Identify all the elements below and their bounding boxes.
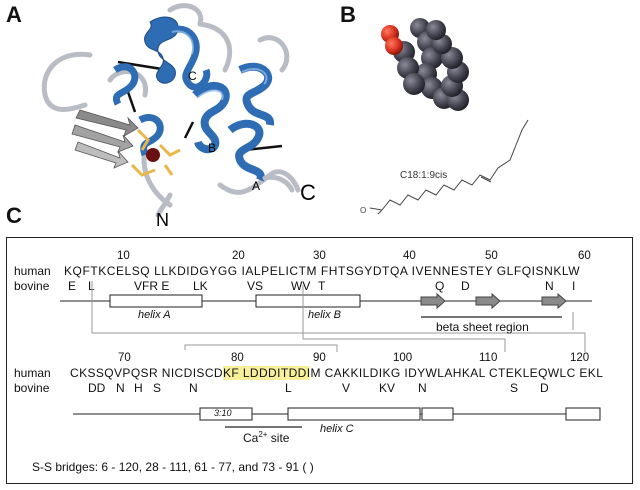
calcium-site-label: Ca2+ site <box>243 430 289 445</box>
residue-number: 30 <box>313 250 326 262</box>
bovine-diff: VFR E <box>134 279 170 293</box>
skeletal-formula <box>369 119 529 215</box>
bovine-diff: T <box>318 279 326 293</box>
residue-number: 60 <box>578 250 591 262</box>
helix-b-label: helix B <box>308 309 342 321</box>
bovine-diff: D <box>461 279 470 293</box>
helix-c-box <box>287 407 421 421</box>
residue-number: 20 <box>232 250 245 262</box>
bovine-diff: DD <box>88 381 106 395</box>
residue-number: 50 <box>485 250 498 262</box>
bovine-diff: N <box>116 381 125 395</box>
helix-label-b: B <box>208 141 216 155</box>
bovine-diff: LK <box>193 279 208 293</box>
protein-ribbon-diagram: C B A N C <box>41 3 316 230</box>
residue-number: 10 <box>117 250 130 262</box>
bovine-diff: Q <box>435 279 445 293</box>
bovine-diff: E <box>68 279 77 293</box>
bovine-diff: VS <box>247 279 264 293</box>
residue-number: 40 <box>403 250 416 262</box>
beta-region-label: beta sheet region <box>436 320 529 334</box>
residue-number: 90 <box>313 352 326 364</box>
bovine-diff: N <box>418 381 427 395</box>
bovine-diff: S <box>510 381 519 395</box>
helix-a-label: helix A <box>138 309 171 321</box>
human-sequence-1-60: KQFTKCELSQ LLKDIDGYGG IALPELICTM FHTSGYD… <box>64 264 581 278</box>
row-label-bovine: bovine <box>14 279 50 293</box>
panel-letter-c: C <box>6 203 22 228</box>
calcium-ion <box>146 148 160 162</box>
residue-number: 100 <box>393 352 413 364</box>
residue-number: 70 <box>118 352 131 364</box>
residue-number: 110 <box>479 352 498 364</box>
ca-superscript: 2+ <box>258 430 268 439</box>
row-label-human: human <box>14 264 51 278</box>
row-label-bovine: bovine <box>14 381 50 395</box>
bovine-diff: L <box>285 381 292 395</box>
sequence-segment: CKSSQVPQSR NICDISCD <box>70 366 223 380</box>
helix-c-label: helix C <box>320 423 354 435</box>
bovine-diff: V <box>342 381 351 395</box>
beta-strand-arrow <box>475 292 501 310</box>
helix-a-box <box>109 294 203 308</box>
lipid-label: C18:1:9cis <box>400 170 447 181</box>
helix-label-a: A <box>252 179 260 193</box>
n-terminus-label: N <box>156 210 169 230</box>
c-terminus-label: C <box>300 180 316 205</box>
calcium-ligand-sticks <box>130 128 181 177</box>
bovine-diff: L <box>88 279 95 293</box>
calcium-binding-highlight: KF LDDDITDDI <box>222 366 311 380</box>
sequence-segment: M CAKKILDIKG IDYWLAHKAL CTEKLEQWLC EKL <box>310 366 604 380</box>
bovine-diff: S <box>153 381 162 395</box>
calcium-site <box>130 128 181 177</box>
bovine-diff: I <box>572 279 576 293</box>
ca-suffix: site <box>267 431 290 445</box>
carboxyl-oxygen-glyph: O <box>360 206 366 215</box>
space-filling-model <box>381 18 469 111</box>
disulfide-connectors <box>91 281 586 352</box>
three-ten-label: 3:10 <box>214 408 232 418</box>
lipid-diagram: O C18:1:9cis <box>360 18 529 215</box>
ca-prefix: Ca <box>243 431 259 445</box>
helix-box <box>565 407 601 421</box>
helix-highlights <box>171 30 268 101</box>
oxygen-atom <box>385 37 403 55</box>
residue-number: 80 <box>231 352 244 364</box>
human-sequence-61-123: CKSSQVPQSR NICDISCDKF LDDDITDDIM CAKKILD… <box>70 366 603 380</box>
helix-label-c: C <box>188 69 197 83</box>
ss-bridges-caption: S-S bridges: 6 - 120, 28 - 111, 61 - 77,… <box>32 460 314 474</box>
residue-number: 120 <box>570 352 590 364</box>
three-ten-helix-box <box>199 407 253 421</box>
bovine-diff: N <box>189 381 198 395</box>
bovine-diff: KV <box>379 381 396 395</box>
c-terminus-coil <box>262 174 295 193</box>
beta-sheet-strands <box>71 109 139 169</box>
helix-b-box <box>255 294 361 308</box>
beta-strand-arrow <box>541 292 567 310</box>
helix-box <box>421 407 454 421</box>
beta-strand-arrow <box>420 292 446 310</box>
bovine-diff: H <box>134 381 143 395</box>
panel-letter-b: B <box>340 2 356 27</box>
bovine-diff: D <box>540 381 549 395</box>
bovine-diff: N <box>545 279 554 293</box>
bovine-diff: WV <box>291 279 311 293</box>
n-terminus-coil <box>155 192 173 218</box>
sequence-panel <box>6 237 633 484</box>
panel-letter-a: A <box>6 2 22 27</box>
row-label-human: human <box>14 366 51 380</box>
